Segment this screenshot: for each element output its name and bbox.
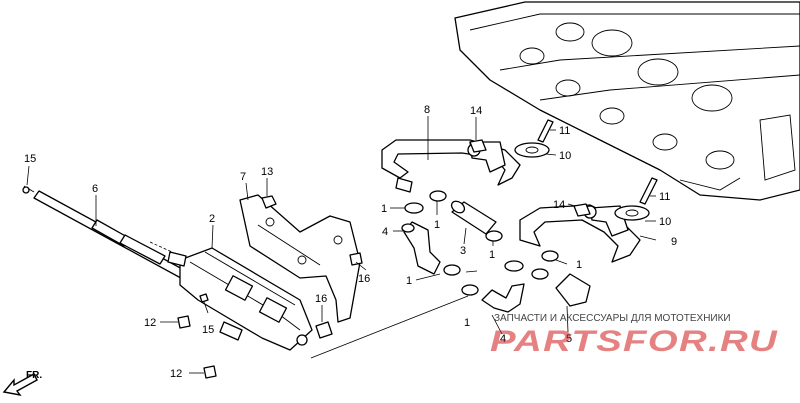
callout-16-left: 16: [315, 293, 327, 305]
callout-12-upper: 12: [144, 317, 156, 329]
cap-5: [555, 273, 591, 307]
callout-13: 13: [261, 166, 273, 178]
callout-2: 2: [209, 213, 215, 225]
callout-11-lower: 11: [659, 191, 670, 203]
callout-14-upper: 14: [470, 105, 482, 117]
callout-15-top: 15: [24, 153, 36, 165]
arrow-icon: [2, 373, 38, 397]
callout-8: 8: [424, 104, 430, 116]
watermark: ЗАПЧАСТИ И АКСЕССУАРЫ ДЛЯ МОТОТЕХНИКИ PA…: [490, 313, 778, 358]
callout-4-left: 4: [382, 226, 388, 238]
front-label: FR.: [26, 370, 42, 381]
pipe-8: [381, 139, 521, 193]
callout-1-c: 1: [489, 249, 495, 261]
callout-4-bottom: 4: [500, 333, 506, 345]
cylinder-head: [454, 1, 800, 201]
callout-7: 7: [240, 171, 246, 183]
watermark-subtitle: ЗАПЧАСТИ И АКСЕССУАРЫ ДЛЯ МОТОТЕХНИКИ: [494, 313, 731, 324]
gasket-10-upper: [514, 119, 554, 158]
callout-1-e: 1: [406, 275, 412, 287]
front-direction-arrow: FR.: [2, 370, 42, 397]
clamps-1: [404, 190, 559, 296]
gasket-10-lower: [614, 177, 658, 221]
callout-1-b: 1: [434, 219, 440, 231]
callout-1-f: 1: [464, 317, 470, 329]
hose-4-lower: [481, 283, 525, 313]
fasteners: [22, 139, 591, 379]
callout-1-d: 1: [576, 259, 582, 271]
callout-14-lower: 14: [553, 199, 565, 211]
callout-12-lower: 12: [170, 368, 182, 380]
callout-10-upper: 10: [559, 150, 571, 162]
callout-11-upper: 11: [559, 125, 570, 137]
callouts: 15 6 2 7 13 8 14 11 10 1 1 4 3 16 14 11 …: [24, 104, 677, 380]
callout-16-right: 16: [358, 273, 370, 285]
bracket-7: [239, 194, 361, 323]
actuator-2: [167, 247, 313, 351]
hose-3: [450, 200, 497, 235]
watermark-logo: PARTSFOR.RU: [490, 325, 778, 358]
callout-15-bottom: 15: [202, 324, 214, 336]
leader-lines: [26, 116, 657, 374]
hose-4-upper: [401, 221, 441, 275]
callout-6: 6: [92, 183, 98, 195]
callout-5: 5: [566, 333, 572, 345]
callout-10-lower: 10: [659, 216, 671, 228]
callout-9: 9: [671, 236, 677, 248]
callout-1-a: 1: [381, 203, 387, 215]
callout-3: 3: [460, 245, 466, 257]
rod-6: [23, 185, 196, 284]
